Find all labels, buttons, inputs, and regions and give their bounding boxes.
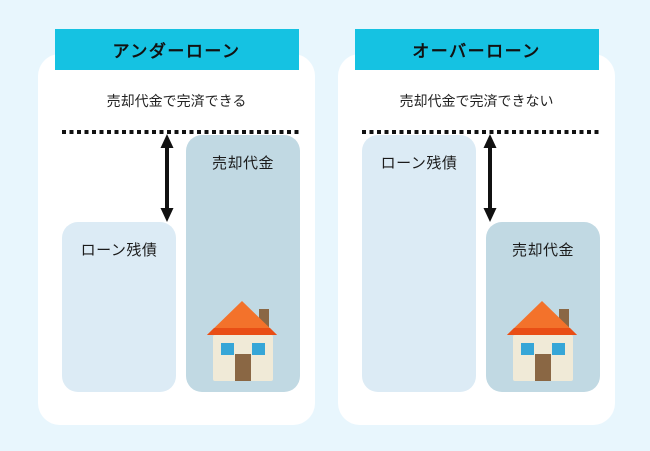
dotted-threshold-line: [362, 130, 599, 134]
panel-subtitle: 売却代金で完済できる: [106, 93, 247, 109]
bar-label: 売却代金: [511, 242, 574, 259]
panel-header-under-loan: アンダーローン: [54, 29, 299, 70]
bar-loan-balance: ローン残債: [362, 135, 476, 392]
panel-header-label: オーバーローン: [412, 42, 541, 61]
bar-sale-price: 売却代金: [186, 135, 300, 392]
panel-under-loan: アンダーローン 売却代金で完済できる ローン残債 売却代金: [38, 29, 315, 425]
dotted-threshold-line: [62, 130, 299, 134]
bar-label: ローン残債: [80, 242, 158, 259]
double-headed-vertical-arrow-icon: [160, 134, 174, 222]
bar-sale-price: 売却代金: [486, 222, 600, 392]
house-icon: [507, 301, 577, 381]
double-headed-vertical-arrow-icon: [483, 134, 497, 222]
panel-header-over-loan: オーバーローン: [354, 29, 599, 70]
bar-label: ローン残債: [380, 155, 458, 172]
panel-subtitle: 売却代金で完済できない: [399, 93, 554, 109]
panel-over-loan: オーバーローン 売却代金で完済できない ローン残債 売却代金: [338, 29, 615, 425]
bar-loan-balance: ローン残債: [62, 222, 176, 392]
panel-header-label: アンダーローン: [112, 42, 241, 61]
house-icon: [207, 301, 277, 381]
bar-label: 売却代金: [211, 155, 274, 172]
